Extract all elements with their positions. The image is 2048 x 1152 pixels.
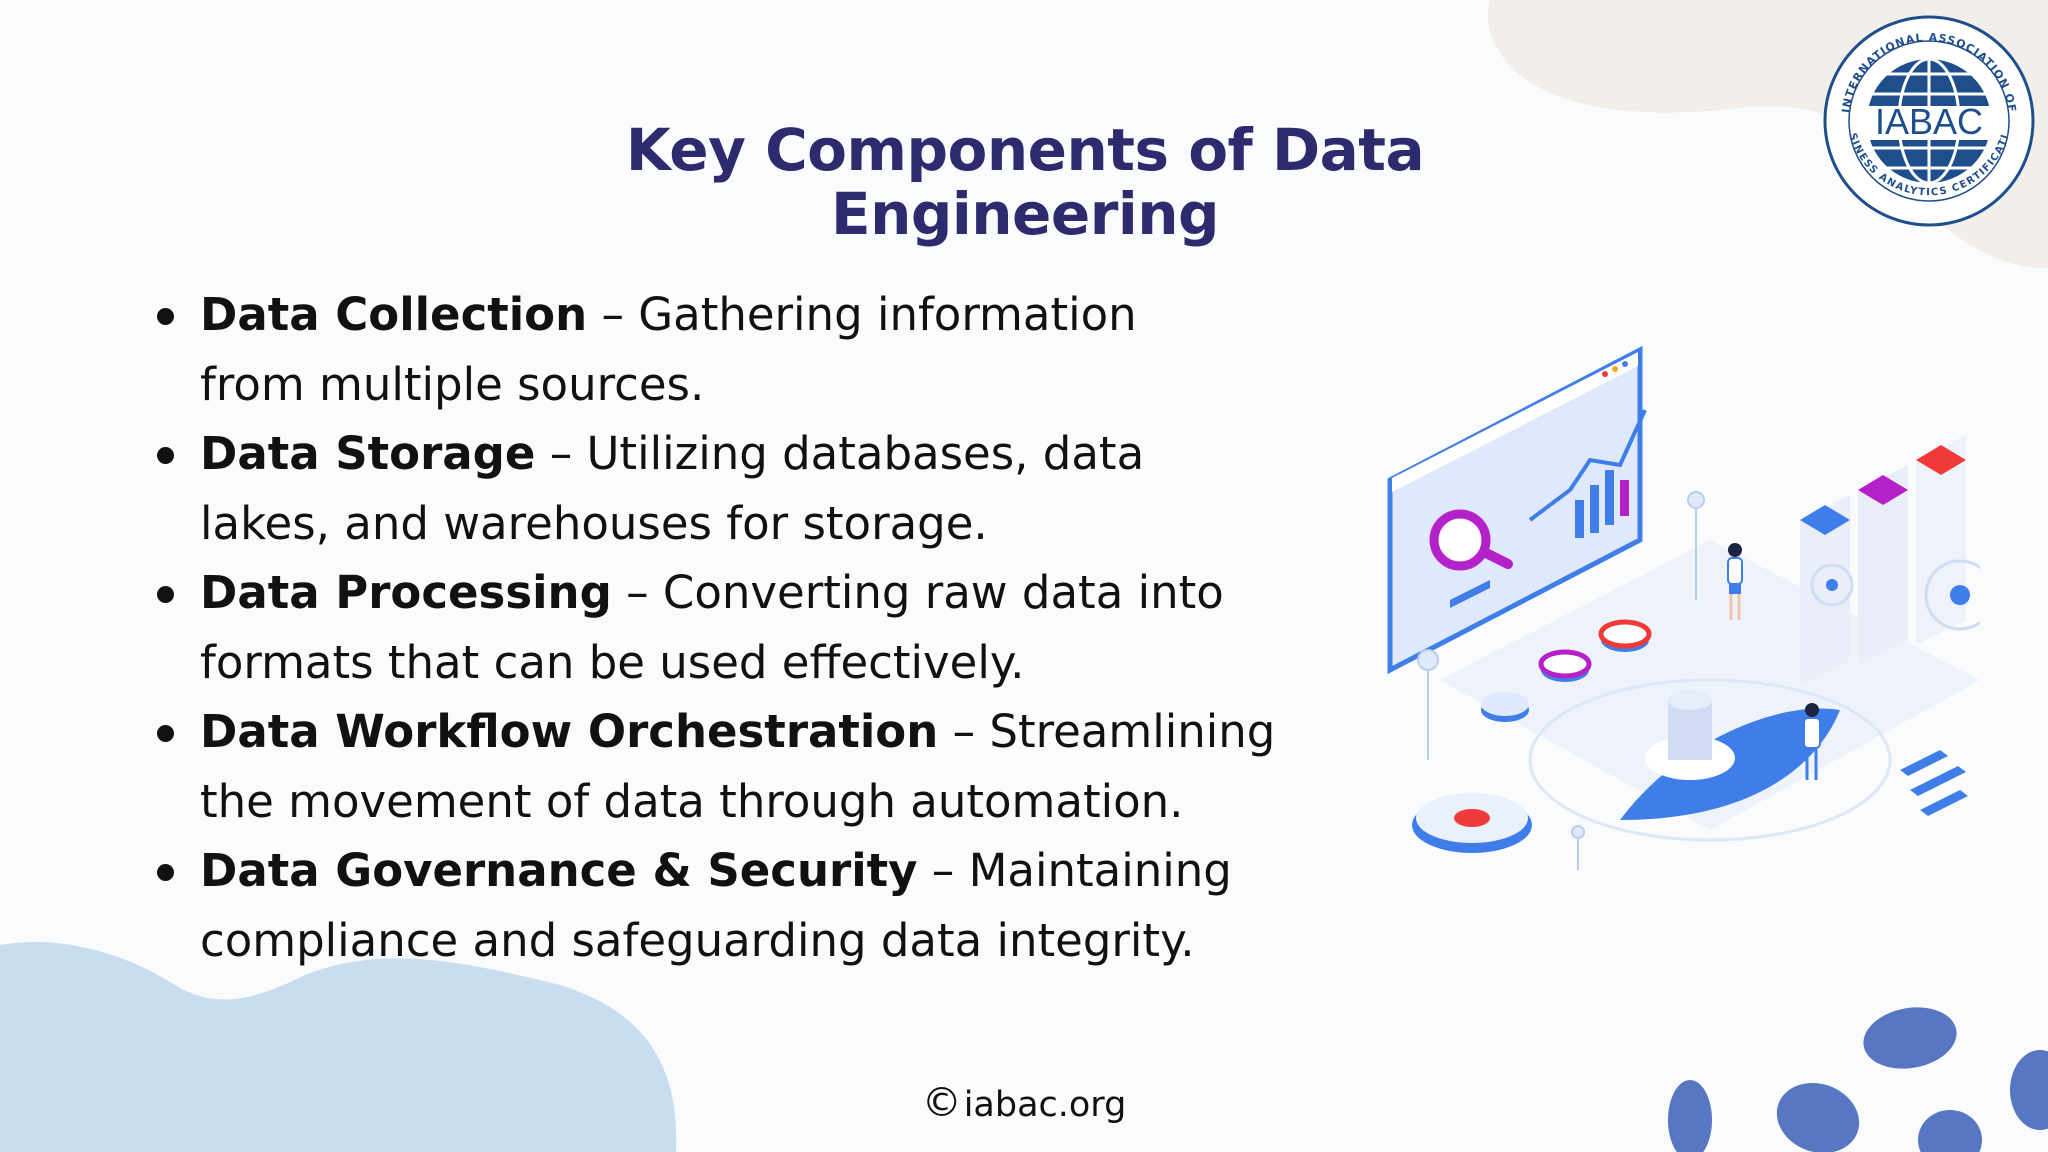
list-item-data-storage: Data Storage – Utilizing databases, data… [150, 419, 1350, 558]
trend-line [1528, 409, 1647, 522]
description-line-1: Maintaining [968, 844, 1232, 897]
gear-icon [1412, 793, 1532, 853]
bullet-icon [157, 725, 174, 742]
list-item-data-governance-security: Data Governance & Security – Maintaining… [150, 836, 1350, 975]
list-item-data-collection: Data Collection – Gathering information f… [150, 280, 1350, 419]
copyright-icon: © [921, 1080, 962, 1126]
bullet-icon [157, 308, 174, 325]
decorative-dots [1668, 1007, 2048, 1152]
map-pins [1417, 491, 1705, 870]
term: Data Storage [200, 427, 536, 480]
title-line-2: Engineering [830, 180, 1220, 248]
monitor-screen [1387, 345, 1643, 675]
description-line-1: Utilizing databases, data [586, 427, 1145, 480]
components-list: Data Collection – Gathering information f… [150, 280, 1350, 975]
term: Data Processing [200, 566, 612, 619]
description-line-1: Streamlining [989, 705, 1276, 758]
pie-disk-icons [1481, 619, 1652, 722]
title-line-1: Key Components of Data [625, 116, 1425, 184]
footer-credit: ©iabac.org [0, 1080, 2048, 1126]
page-title: Key Components of Data Engineering [540, 118, 1510, 246]
separator: – [917, 844, 969, 897]
term: Data Workflow Orchestration [200, 705, 939, 758]
list-item-data-workflow-orchestration: Data Workflow Orchestration – Streamlini… [150, 697, 1350, 836]
footer-url: iabac.org [963, 1085, 1127, 1125]
light-blue-blob [0, 941, 677, 1152]
person-figure-1 [1727, 543, 1743, 620]
term: Data Governance & Security [200, 844, 918, 897]
3d-columns [1800, 435, 1980, 685]
description-line-1: Converting raw data into [662, 566, 1224, 619]
description-line-2: compliance and safeguarding data integri… [200, 913, 1195, 967]
monitor-top-bar [1392, 352, 1638, 492]
iabac-logo: INTERNATIONAL ASSOCIATION OF BUSINESS AN… [1822, 14, 2035, 227]
separator: – [535, 427, 587, 480]
description-line-2: lakes, and warehouses for storage. [200, 496, 988, 550]
floor-ring [1528, 678, 1892, 842]
logo-acronym: IABAC [1875, 101, 1983, 142]
person-figure-2 [1803, 703, 1821, 780]
bullet-icon [157, 447, 174, 464]
bullet-icon [157, 586, 174, 603]
separator: – [938, 705, 990, 758]
arrow-stripes [1900, 750, 1968, 816]
list-item-data-processing: Data Processing – Converting raw data in… [150, 558, 1350, 697]
bullet-icon [157, 864, 174, 881]
description-line-2: the movement of data through automation. [200, 774, 1184, 828]
magnifier-icon [1429, 509, 1513, 571]
central-target-icon [1620, 690, 1840, 820]
screen-bar-chart [1575, 470, 1629, 538]
description-line-2: from multiple sources. [200, 357, 705, 411]
description-line-2: formats that can be used effectively. [200, 635, 1025, 689]
description-line-1: Gathering information [638, 288, 1137, 341]
separator: – [611, 566, 663, 619]
data-dashboard-illustration [1387, 345, 1980, 870]
separator: – [587, 288, 639, 341]
term: Data Collection [200, 288, 588, 341]
